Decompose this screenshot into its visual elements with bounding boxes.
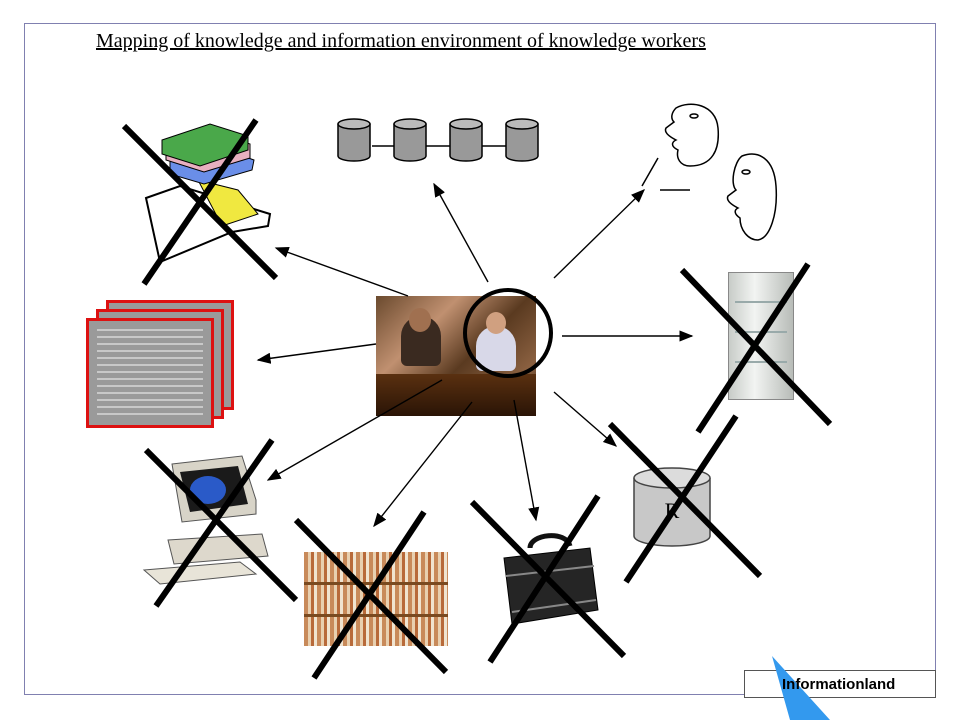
arrow-to-computer	[266, 379, 443, 481]
brand-box	[744, 670, 936, 698]
focus-circle	[463, 288, 553, 378]
arrows	[256, 182, 694, 528]
arrow-to-documents	[256, 343, 377, 364]
arrow-to-briefcase	[513, 399, 540, 522]
people-heads-icon	[641, 103, 778, 241]
arrow-to-files	[373, 401, 473, 528]
arrow-to-databases	[433, 182, 489, 283]
arrow-to-repository	[553, 391, 618, 447]
arrow-to-colleagues	[553, 189, 646, 279]
brand-label: Informationland	[782, 676, 896, 693]
arrow-to-books	[274, 247, 409, 297]
slide-frame	[24, 23, 936, 695]
cross-out-icon	[121, 118, 833, 680]
meeting-photo-icon	[376, 296, 536, 416]
slide-title: Mapping of knowledge and information env…	[96, 30, 706, 52]
database-icon	[337, 118, 539, 162]
